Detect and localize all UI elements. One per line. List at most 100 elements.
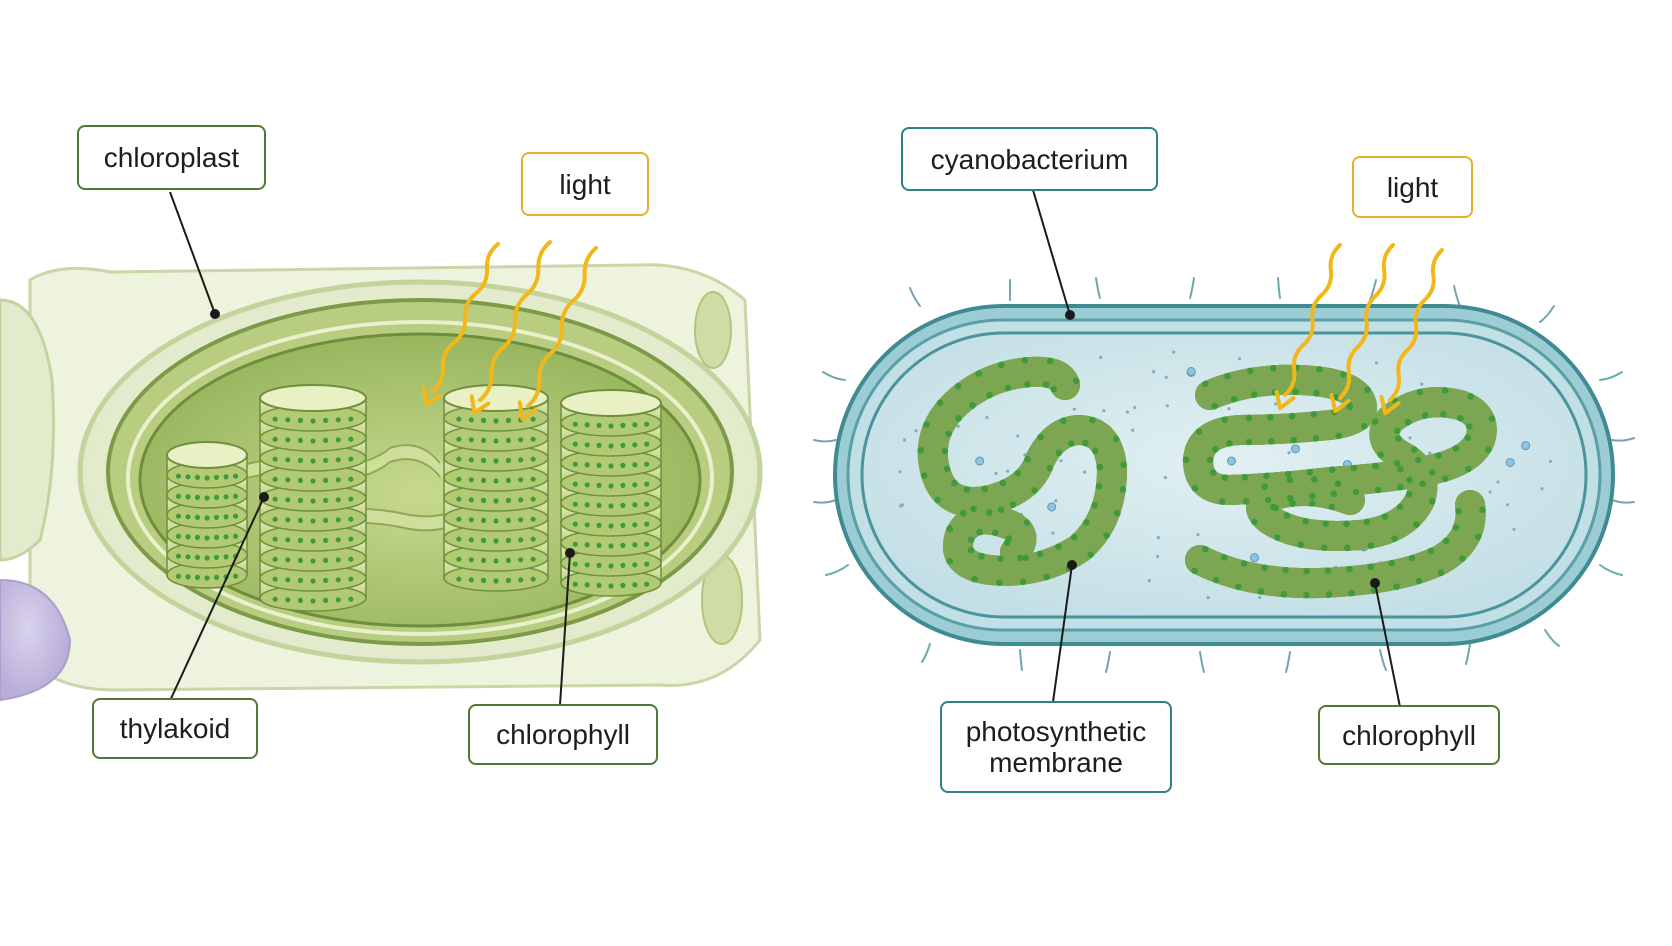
chlorophyll-dot bbox=[232, 493, 239, 499]
pilus bbox=[1285, 651, 1291, 673]
chlorophyll-dot bbox=[1103, 532, 1110, 539]
chlorophyll-dot bbox=[620, 422, 626, 428]
cytoplasm-particle bbox=[1164, 375, 1168, 379]
chlorophyll-dot bbox=[1415, 577, 1423, 585]
chlorophyll-dot bbox=[310, 558, 316, 564]
chlorophyll-dot bbox=[572, 441, 578, 447]
chlorophyll-dot bbox=[1310, 411, 1318, 418]
chlorophyll-dot bbox=[223, 494, 229, 500]
pilus bbox=[813, 439, 837, 443]
chlorophyll-dot bbox=[1457, 414, 1464, 422]
chlorophyll-dot bbox=[1325, 591, 1333, 598]
chlorophyll-dot bbox=[1182, 456, 1190, 463]
chlorophyll-dot bbox=[348, 436, 354, 442]
chlorophyll-dot bbox=[620, 542, 626, 549]
cytoplasm-particle bbox=[1016, 434, 1020, 438]
chlorophyll-dot bbox=[1393, 427, 1401, 435]
chlorophyll-dot bbox=[644, 461, 650, 467]
neighbor-cell bbox=[0, 298, 55, 562]
chlorophyll-dot bbox=[1273, 534, 1281, 541]
chlorophyll-dot bbox=[213, 494, 220, 500]
chlorophyll-dot bbox=[1284, 470, 1292, 478]
chlorophyll-dot bbox=[1485, 446, 1492, 454]
chlorophyll-dot bbox=[644, 541, 650, 547]
chlorophyll-dot bbox=[1442, 537, 1450, 545]
cytoplasm-particle bbox=[900, 503, 905, 507]
cytoplasm-particle bbox=[903, 438, 907, 442]
cytoplasm-particle bbox=[1047, 502, 1057, 512]
chlorophyll-dot bbox=[1411, 446, 1418, 453]
chlorophyll-dot bbox=[530, 516, 536, 522]
pilus bbox=[825, 564, 849, 576]
cytoplasm-particle bbox=[1512, 527, 1516, 531]
chlorophyll-dot bbox=[1322, 520, 1329, 527]
chlorophyll-dot bbox=[272, 556, 278, 562]
chlorophyll-dot bbox=[1442, 475, 1449, 482]
chlorophyll-dot bbox=[1282, 566, 1289, 574]
chlorophyll-dot bbox=[596, 422, 602, 428]
neighbor-cell bbox=[694, 291, 732, 369]
chlorophyll-dot bbox=[1441, 387, 1449, 394]
chlorophyll-dot bbox=[632, 442, 638, 448]
chlorophyll-dot bbox=[608, 423, 614, 429]
chlorophyll-dot bbox=[175, 573, 182, 579]
granum-top bbox=[560, 389, 662, 417]
chlorophyll-dot bbox=[335, 557, 341, 563]
chlorophyll-dot bbox=[1474, 533, 1482, 540]
chlorophyll-dot bbox=[232, 533, 239, 539]
chlorophyll-dot bbox=[1413, 521, 1420, 528]
chlorophyll-dot bbox=[272, 456, 278, 462]
chlorophyll-dot bbox=[945, 430, 952, 438]
chlorophyll-dot bbox=[1221, 474, 1228, 482]
chlorophyll-dot bbox=[310, 458, 316, 464]
chlorophyll-dot bbox=[323, 597, 329, 604]
chlorophyll-dot bbox=[1427, 547, 1435, 555]
leader-chloroplast bbox=[169, 191, 216, 315]
cytoplasm-particle bbox=[1274, 402, 1278, 406]
chlorophyll-dot bbox=[348, 536, 354, 542]
chlorophyll-dot bbox=[204, 535, 210, 541]
chlorophyll-dot bbox=[1397, 465, 1404, 473]
chlorophyll-dot bbox=[530, 556, 536, 562]
chlorophyll-dot bbox=[530, 476, 536, 482]
chlorophyll-dot bbox=[530, 456, 536, 462]
cytoplasm-particle bbox=[1006, 469, 1010, 473]
chlorophyll-dot bbox=[1309, 492, 1316, 500]
chlorophyll-dot bbox=[978, 552, 985, 560]
chlorophyll-dot bbox=[232, 573, 239, 579]
cytoplasm-particle bbox=[1521, 441, 1531, 451]
chlorophyll-dot bbox=[632, 502, 638, 508]
chlorophyll-dot bbox=[285, 557, 291, 563]
chlorophyll-dot bbox=[1024, 380, 1031, 388]
chlorophyll-dot bbox=[1263, 472, 1270, 480]
chlorophyll-dot bbox=[1246, 367, 1254, 375]
chlorophyll-dot bbox=[1288, 412, 1296, 420]
pilus bbox=[1599, 371, 1623, 381]
chlorophyll-dot bbox=[1022, 554, 1030, 562]
chlorophyll-dot bbox=[967, 546, 975, 554]
chlorophyll-dot bbox=[285, 477, 291, 483]
chlorophyll-dot bbox=[608, 523, 614, 529]
chlorophyll-dot bbox=[1372, 462, 1379, 470]
chlorophyll-dot bbox=[232, 473, 239, 479]
chlorophyll-dot bbox=[1042, 381, 1050, 388]
chlorophyll-dot bbox=[505, 517, 511, 524]
cytoplasm-particle bbox=[1051, 531, 1055, 535]
chlorophyll-dot bbox=[456, 456, 462, 462]
chlorophyll-dot bbox=[1306, 468, 1314, 476]
chlorophyll-dot bbox=[1352, 488, 1360, 496]
light-arrow bbox=[1329, 243, 1395, 414]
chlorophyll-dot bbox=[323, 417, 329, 423]
chlorophyll-dot bbox=[1292, 388, 1299, 396]
chlorophyll-dot bbox=[285, 437, 291, 443]
chlorophyll-dot bbox=[997, 361, 1005, 369]
chlorophyll-dot bbox=[1234, 583, 1242, 591]
pili bbox=[813, 277, 1635, 673]
chlorophyll-dot bbox=[572, 501, 578, 507]
chlorophyll-dot bbox=[1479, 506, 1486, 514]
chlorophyll-dot bbox=[632, 462, 638, 468]
chlorophyll-dot bbox=[481, 437, 487, 443]
chlorophyll-dot bbox=[285, 417, 291, 423]
chlorophyll-dot bbox=[1452, 524, 1460, 531]
cytoplasm-particle bbox=[1258, 595, 1262, 600]
